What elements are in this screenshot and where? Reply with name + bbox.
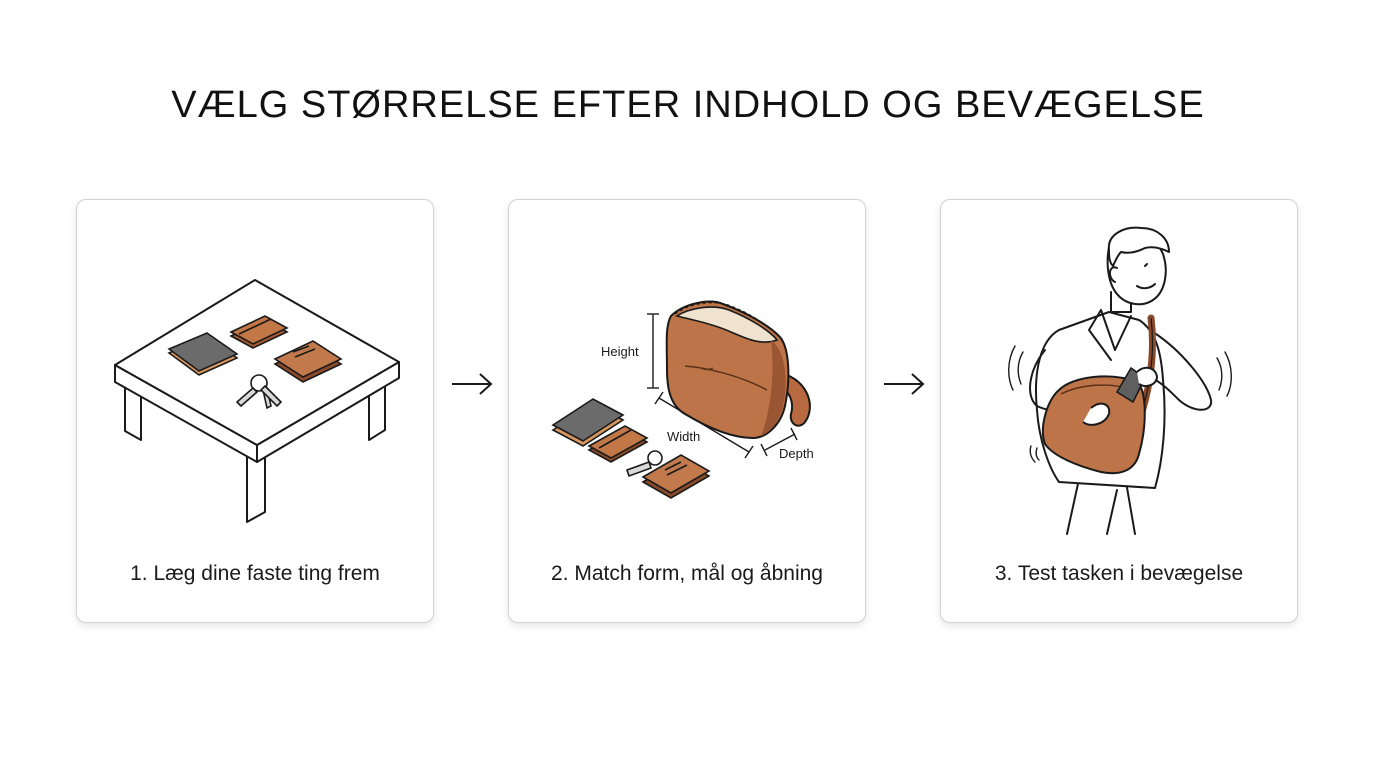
step-caption-3: 3. Test tasken i bevægelse [994,562,1244,585]
step-card-2: Height Width Depth [508,199,866,623]
arrow-right-icon [452,373,493,395]
depth-label: Depth [779,446,814,461]
step-card-1: 1. Læg dine faste ting frem [76,199,434,623]
height-label: Height [601,344,639,359]
step-card-3: 3. Test tasken i bevægelse [940,199,1298,623]
table-illustration [114,279,400,523]
step-caption-1: 1. Læg dine faste ting frem [130,562,380,585]
page-title: VÆLG STØRRELSE EFTER INDHOLD OG BEVÆGELS… [171,84,1205,126]
step-caption-2: 2. Match form, mål og åbning [551,562,823,585]
width-label: Width [667,429,700,444]
arrow-right-icon [884,373,925,395]
person-illustration [1008,226,1232,535]
bag-illustration: Height Width Depth [551,300,814,499]
